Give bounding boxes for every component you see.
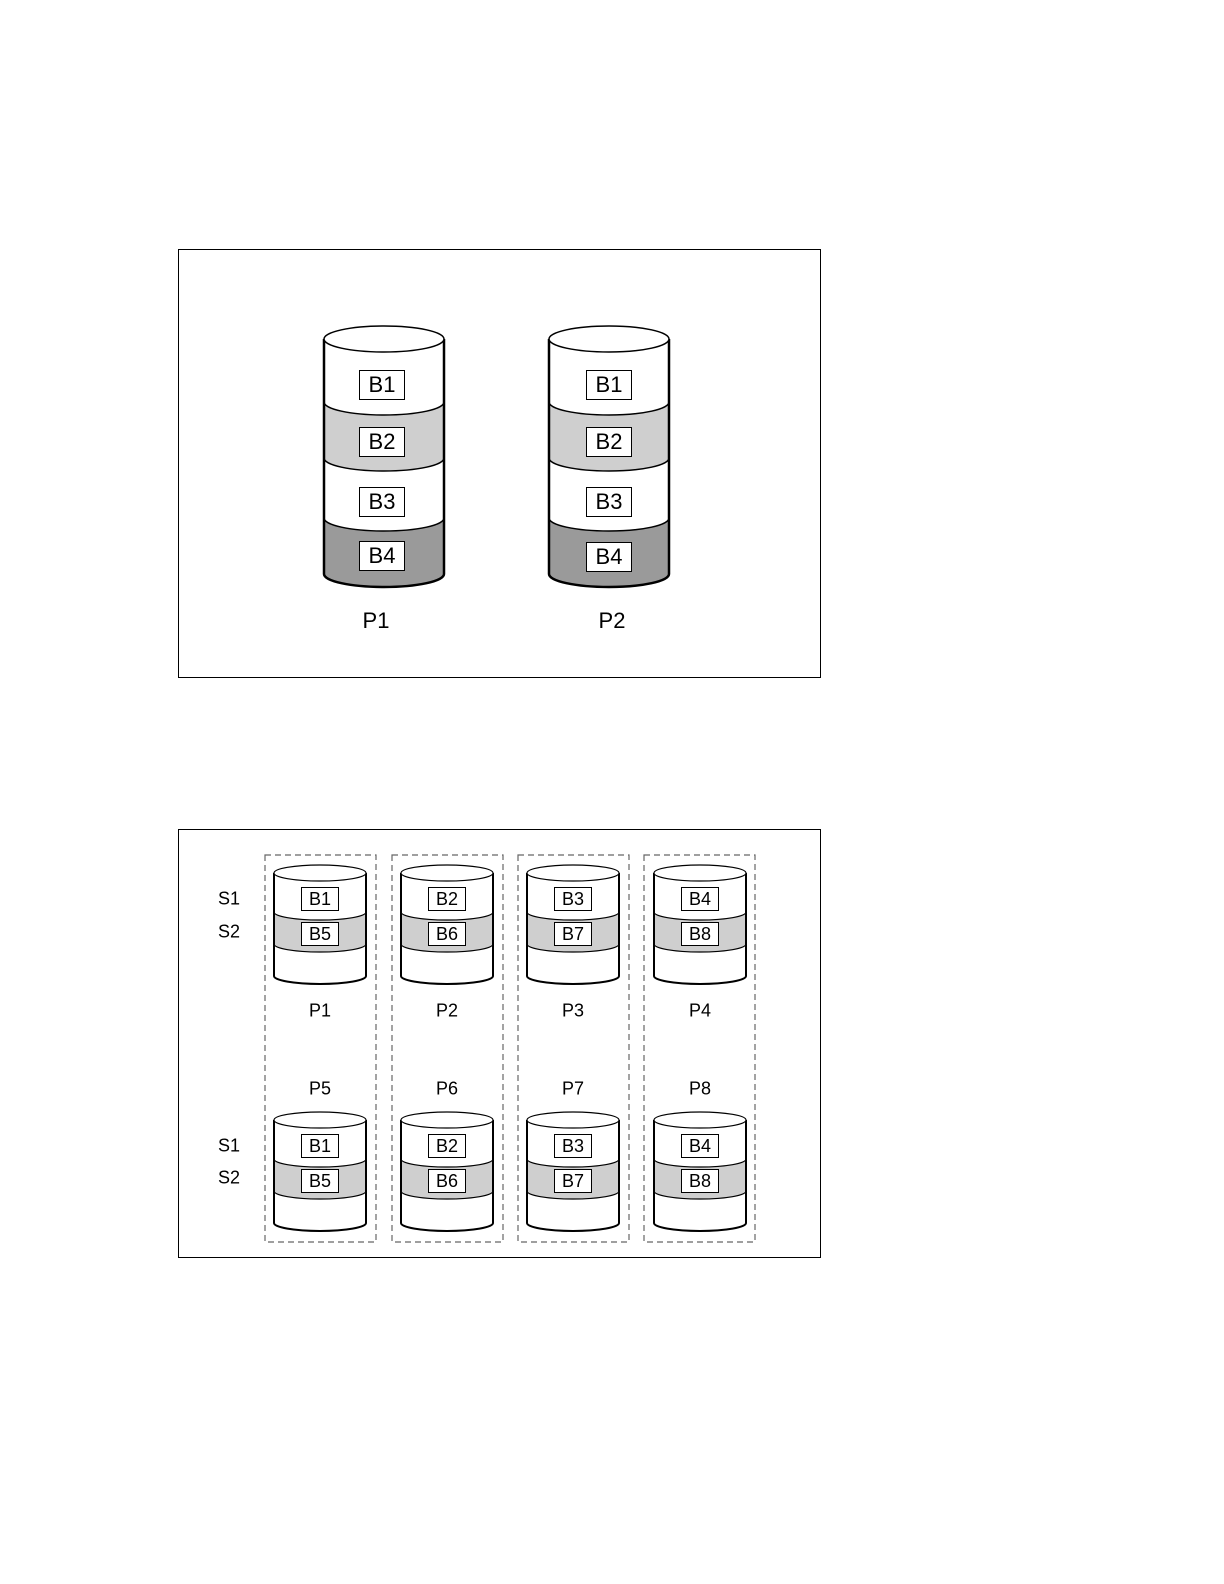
figure-2-drives bbox=[179, 830, 822, 1259]
block-box: B4 bbox=[681, 887, 719, 911]
block-box: B3 bbox=[554, 1134, 592, 1158]
block-box: B5 bbox=[301, 922, 339, 946]
stripe-label: S1 bbox=[218, 889, 240, 910]
drive-label: P1 bbox=[363, 608, 390, 634]
drive-label: P1 bbox=[309, 1001, 331, 1022]
drive-label: P2 bbox=[599, 608, 626, 634]
stripe-label: S1 bbox=[218, 1136, 240, 1157]
block-box: B4 bbox=[586, 542, 632, 572]
block-box: B2 bbox=[586, 427, 632, 457]
block-box: B1 bbox=[301, 887, 339, 911]
drive-label: P6 bbox=[436, 1079, 458, 1100]
drive-label: P4 bbox=[689, 1001, 711, 1022]
block-box: B6 bbox=[428, 922, 466, 946]
block-box: B7 bbox=[554, 1169, 592, 1193]
drive-label: P8 bbox=[689, 1079, 711, 1100]
block-box: B3 bbox=[359, 487, 405, 517]
drive-label: P2 bbox=[436, 1001, 458, 1022]
figure-2-frame: S1 S2 S1 S2 B1 B5 B2 B6 B3 B7 B4 B8 B1 B… bbox=[178, 829, 821, 1258]
stripe-label: S2 bbox=[218, 1168, 240, 1189]
block-box: B8 bbox=[681, 922, 719, 946]
block-box: B2 bbox=[428, 887, 466, 911]
block-box: B3 bbox=[554, 887, 592, 911]
block-box: B3 bbox=[586, 487, 632, 517]
block-box: B2 bbox=[359, 427, 405, 457]
block-box: B4 bbox=[359, 541, 405, 571]
block-box: B4 bbox=[681, 1134, 719, 1158]
drive-label: P5 bbox=[309, 1079, 331, 1100]
figure-1-frame: B1 B2 B3 B4 B1 B2 B3 B4 P1 P2 bbox=[178, 249, 821, 678]
stripe-label: S2 bbox=[218, 922, 240, 943]
block-box: B1 bbox=[301, 1134, 339, 1158]
block-box: B8 bbox=[681, 1169, 719, 1193]
block-box: B1 bbox=[586, 370, 632, 400]
block-box: B6 bbox=[428, 1169, 466, 1193]
block-box: B2 bbox=[428, 1134, 466, 1158]
block-box: B1 bbox=[359, 370, 405, 400]
block-box: B5 bbox=[301, 1169, 339, 1193]
drive-label: P7 bbox=[562, 1079, 584, 1100]
drive-label: P3 bbox=[562, 1001, 584, 1022]
block-box: B7 bbox=[554, 922, 592, 946]
figure-1-drives bbox=[179, 250, 822, 679]
